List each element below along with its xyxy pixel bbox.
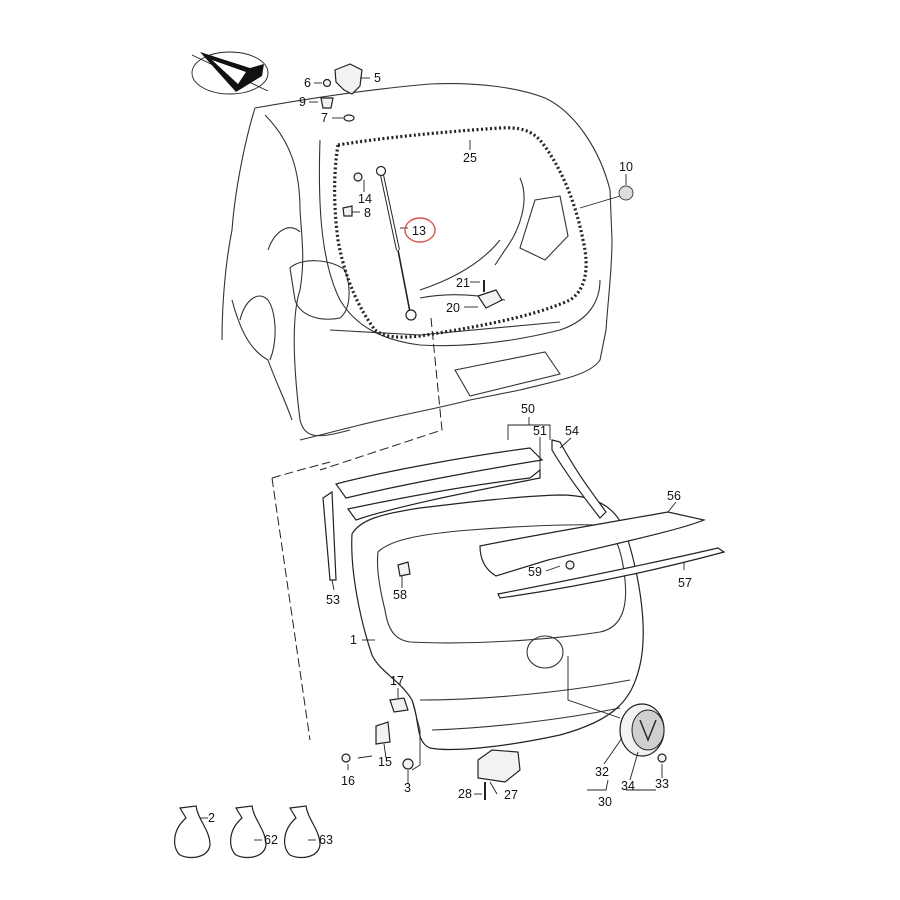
grease-bag-icon [174,805,321,859]
striker-20 [477,280,503,309]
clip-59 [565,560,575,570]
seal-25 [333,126,588,339]
callout-20: 20 [446,301,460,315]
callout-33: 33 [655,777,669,791]
direction-arrow-icon [191,51,269,95]
bracket-15 [375,721,391,745]
callout-30: 30 [598,795,612,809]
callout-1: 1 [350,633,357,647]
callout-16: 16 [341,774,355,788]
callout-34: 34 [621,779,635,793]
callout-53: 53 [326,593,340,607]
callout-51: 51 [533,424,547,438]
callout-63: 63 [319,833,333,847]
hinge-5 [320,63,363,122]
callout-54: 54 [565,424,579,438]
callout-28: 28 [458,787,472,801]
bolt-16 [341,753,351,763]
clip-58 [397,561,411,577]
callout-6: 6 [304,76,311,90]
callout-labels: 5 6 9 7 8 14 13 25 10 21 20 50 51 54 56 … [208,71,692,847]
callout-7: 7 [321,111,328,125]
highlight-ring [404,217,436,243]
callout-5: 5 [374,71,381,85]
trim-54 [551,439,607,519]
callout-58: 58 [393,588,407,602]
buffer-14 [342,172,363,217]
callout-3: 3 [404,781,411,795]
spoiler-56 [479,511,706,577]
callout-59: 59 [528,565,542,579]
callout-9: 9 [299,95,306,109]
callout-57: 57 [678,576,692,590]
leader-lines [200,77,685,841]
lock-27 [477,749,521,783]
callout-10: 10 [619,160,633,174]
callout-8: 8 [364,206,371,220]
callout-13: 13 [412,224,426,238]
callout-17: 17 [390,674,404,688]
callout-50: 50 [521,402,535,416]
buffer-17 [389,697,409,713]
plug-10 [618,185,634,201]
callout-56: 56 [667,489,681,503]
trim-53 [322,490,337,581]
vehicle-body [221,83,613,441]
callout-25: 25 [463,151,477,165]
callout-15: 15 [378,755,392,769]
callout-2: 2 [208,811,215,825]
callout-14: 14 [358,192,372,206]
callout-62: 62 [264,833,278,847]
nut-3 [402,758,414,770]
tailgate-1 [351,494,644,751]
emblem-handle-30 [619,703,667,763]
callout-27: 27 [504,788,518,802]
gas-strut-13 [375,165,417,321]
trim-50 [335,447,544,521]
callout-21: 21 [456,276,470,290]
trim-57 [497,547,726,599]
callout-32: 32 [595,765,609,779]
